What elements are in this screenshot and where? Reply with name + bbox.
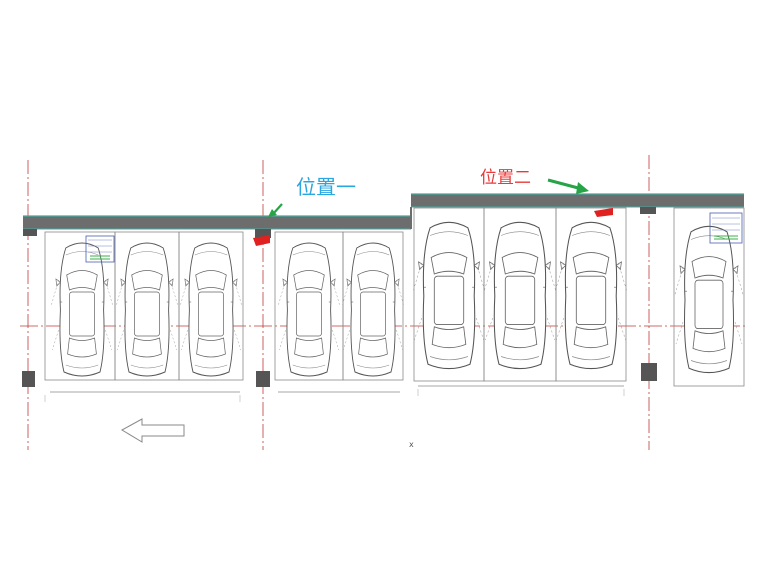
beam-1 <box>23 215 411 230</box>
position-2-label: 位置二 <box>480 168 531 188</box>
dimension-ticks <box>44 389 625 402</box>
cross-mark: x <box>409 440 414 449</box>
column <box>256 371 270 387</box>
bay-frames-section-3 <box>673 207 745 387</box>
beam-end-block <box>255 229 271 238</box>
green-arrow-icon <box>547 178 589 194</box>
car <box>277 242 341 377</box>
beam-2 <box>411 193 744 208</box>
cars-section-3 <box>674 225 744 374</box>
equipment-box <box>709 212 743 244</box>
bay-frames-section-1 <box>44 231 404 393</box>
equipment-box <box>85 235 115 263</box>
cars-section-2 <box>412 221 628 370</box>
car <box>483 221 557 370</box>
car <box>341 242 405 377</box>
car <box>50 242 114 377</box>
column <box>22 371 35 387</box>
car <box>554 221 628 370</box>
red-marker-icon <box>594 208 613 217</box>
red-marker-icon <box>253 235 270 246</box>
green-arrow-icon <box>268 203 283 217</box>
car <box>179 242 243 377</box>
beam-end-block <box>23 229 37 236</box>
beam-end-block <box>640 207 656 214</box>
column <box>641 363 657 381</box>
car <box>412 221 486 370</box>
left-arrow-icon <box>120 418 185 443</box>
bay-frames-section-2 <box>413 207 627 387</box>
position-1-label: 位置一 <box>296 175 356 199</box>
cars-section-1 <box>50 242 405 377</box>
car <box>674 225 744 374</box>
car <box>115 242 179 377</box>
